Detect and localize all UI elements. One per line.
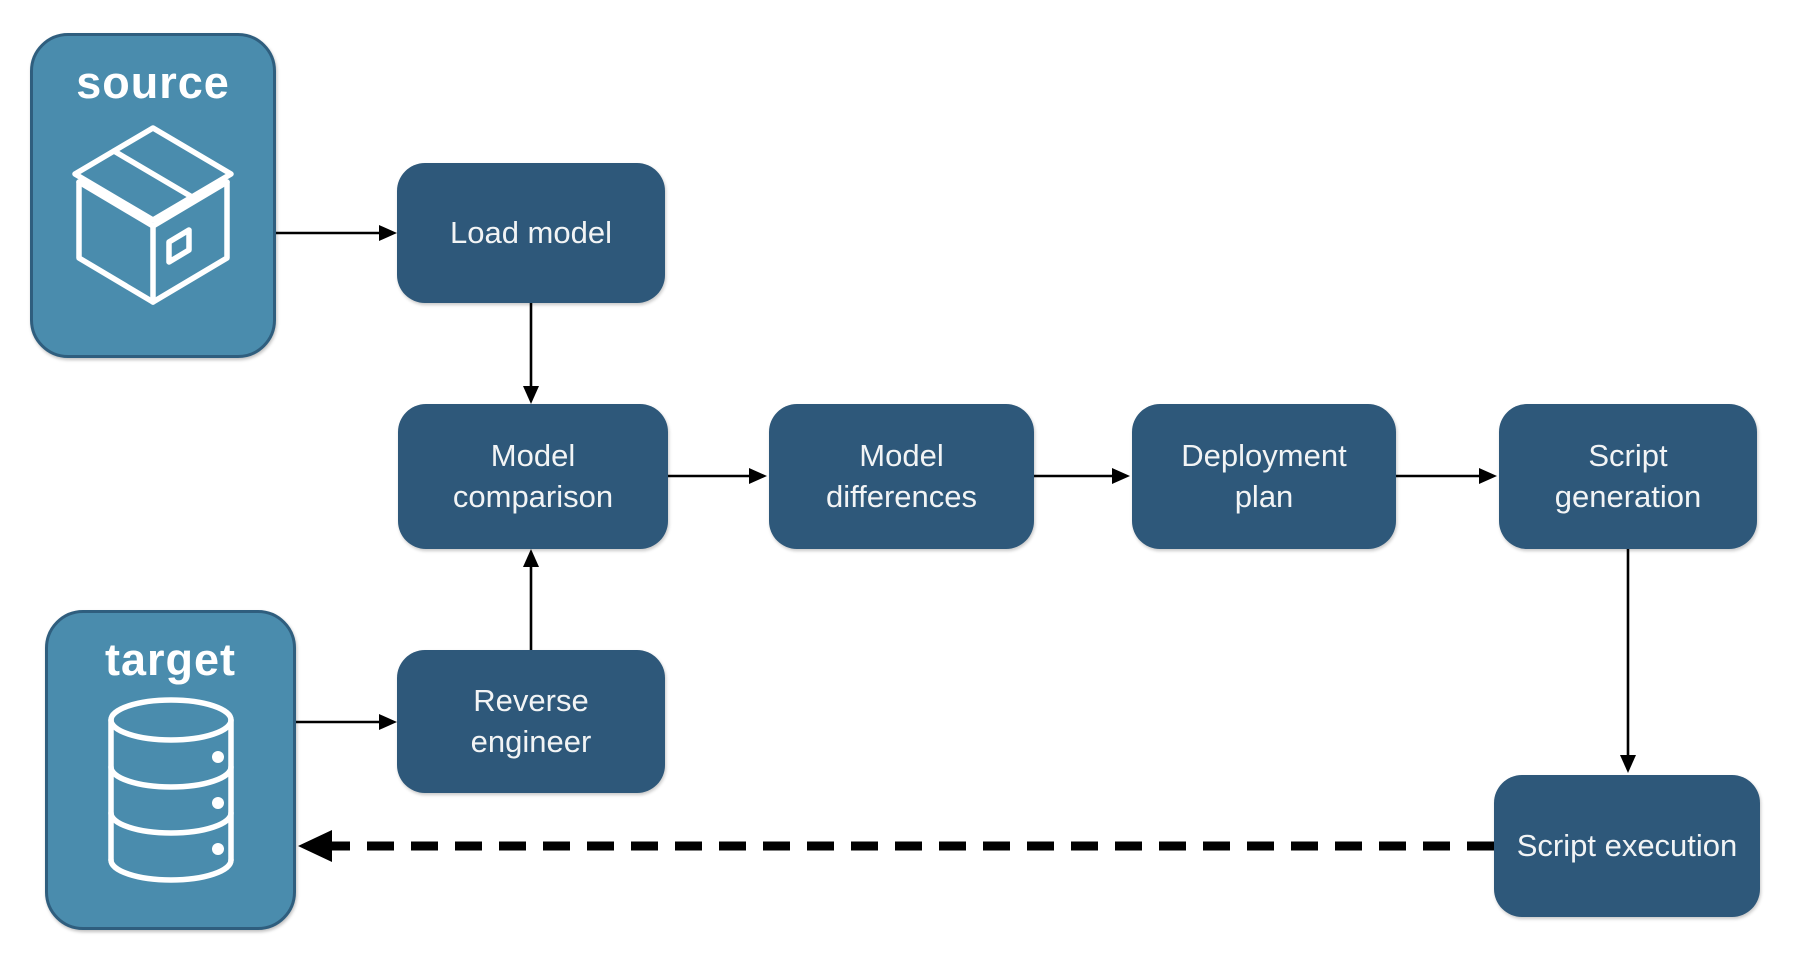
endpoint-target-label: target xyxy=(104,634,237,685)
endpoint-source: source xyxy=(30,33,276,358)
node-reverse-engineer: Reverse engineer xyxy=(397,650,665,793)
node-model-differences-label: Model differences xyxy=(825,437,978,514)
node-model-comparison: Model comparison xyxy=(398,404,668,549)
edge-target-to-reverse-engineer xyxy=(296,714,397,730)
endpoint-target: target xyxy=(45,610,296,930)
edge-script-generation-to-script-execution xyxy=(1620,549,1636,773)
edge-load-model-to-model-comparison xyxy=(523,303,539,404)
database-icon xyxy=(107,696,234,883)
package-icon xyxy=(72,124,234,305)
node-reverse-engineer-label: Reverse engineer xyxy=(470,682,592,759)
node-deployment-plan-label: Deployment plan xyxy=(1181,437,1347,514)
edge-model-differences-to-deployment-plan xyxy=(1034,468,1130,484)
node-script-generation-label: Script generation xyxy=(1554,437,1702,514)
node-load-model: Load model xyxy=(397,163,665,303)
node-model-comparison-label: Model comparison xyxy=(452,437,614,514)
node-deployment-plan: Deployment plan xyxy=(1132,404,1396,549)
edge-model-comparison-to-model-differences xyxy=(668,468,767,484)
node-load-model-label: Load model xyxy=(449,214,612,250)
node-model-differences: Model differences xyxy=(769,404,1034,549)
endpoint-source-label: source xyxy=(76,57,230,108)
node-script-execution: Script execution xyxy=(1494,775,1760,917)
edge-deployment-plan-to-script-generation xyxy=(1396,468,1497,484)
edge-script-execution-to-target-dashed xyxy=(298,830,1494,862)
edge-source-to-load-model xyxy=(276,225,397,241)
node-script-generation: Script generation xyxy=(1499,404,1757,549)
edge-reverse-engineer-to-model-comparison xyxy=(523,549,539,650)
node-script-execution-label: Script execution xyxy=(1516,827,1738,863)
